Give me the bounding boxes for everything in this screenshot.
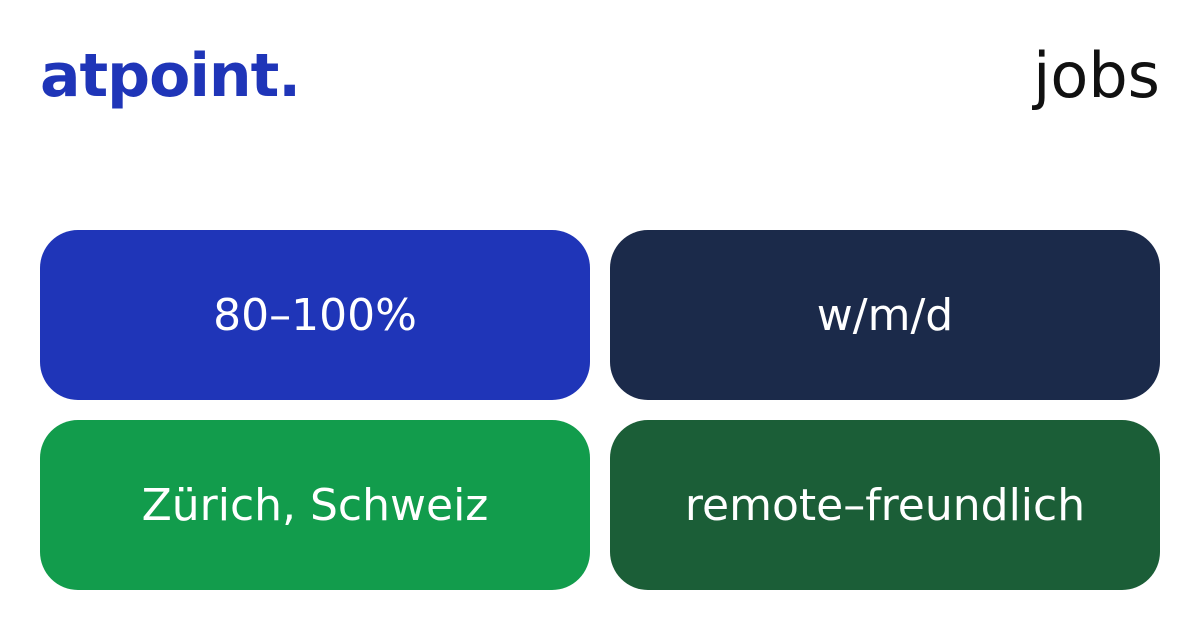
work-mode-tag-label: remote–freundlich <box>684 479 1086 531</box>
gender-tag-label: w/m/d <box>816 289 954 341</box>
atpoint-logo: atpoint. <box>40 41 301 111</box>
location-tag: Zürich, Schweiz <box>40 420 590 590</box>
gender-tag: w/m/d <box>610 230 1160 400</box>
section-label-jobs: jobs <box>1033 39 1160 112</box>
location-tag-label: Zürich, Schweiz <box>141 479 489 531</box>
workload-tag-label: 80–100% <box>213 289 417 341</box>
workload-tag: 80–100% <box>40 230 590 400</box>
work-mode-tag: remote–freundlich <box>610 420 1160 590</box>
